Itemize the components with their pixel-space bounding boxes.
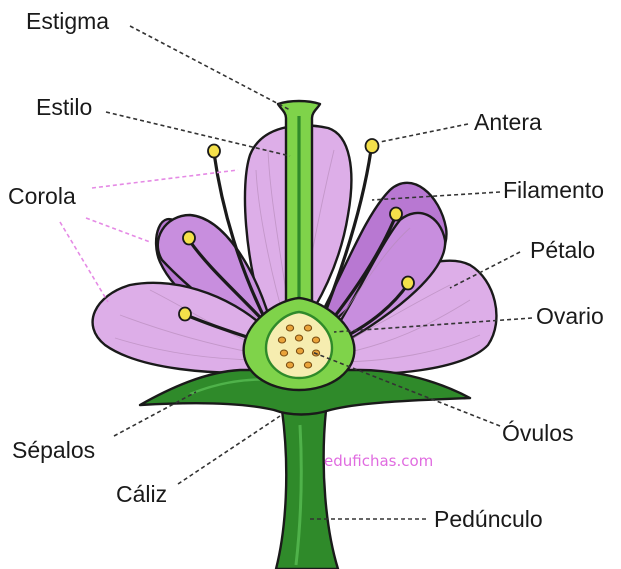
anther-dot — [208, 145, 220, 158]
leader-estigma — [130, 26, 290, 110]
anther-dot — [402, 277, 414, 290]
label-ovario: Ovario — [536, 303, 604, 329]
label-peduncle: Pedúnculo — [434, 506, 543, 532]
label-estigma: Estigma — [26, 8, 109, 34]
watermark-text: edufichas.com — [324, 452, 433, 470]
label-ovulos: Óvulos — [502, 420, 574, 446]
anther-dot — [183, 232, 195, 245]
leader-corola-low — [60, 222, 108, 302]
leader-corola-mid — [86, 218, 150, 242]
label-caliz: Cáliz — [116, 481, 167, 507]
anther-dot — [390, 208, 402, 221]
anther-dot — [366, 139, 379, 153]
label-petalo: Pétalo — [530, 237, 595, 263]
label-estilo: Estilo — [36, 94, 92, 120]
label-sepalos: Sépalos — [12, 437, 95, 463]
peduncle-shape — [276, 410, 338, 569]
label-filamento: Filamento — [503, 177, 604, 203]
leader-caliz — [178, 416, 280, 484]
label-corola: Corola — [8, 183, 76, 209]
leader-antera — [380, 124, 468, 142]
anther-dot — [179, 308, 191, 321]
label-antera: Antera — [474, 109, 542, 135]
